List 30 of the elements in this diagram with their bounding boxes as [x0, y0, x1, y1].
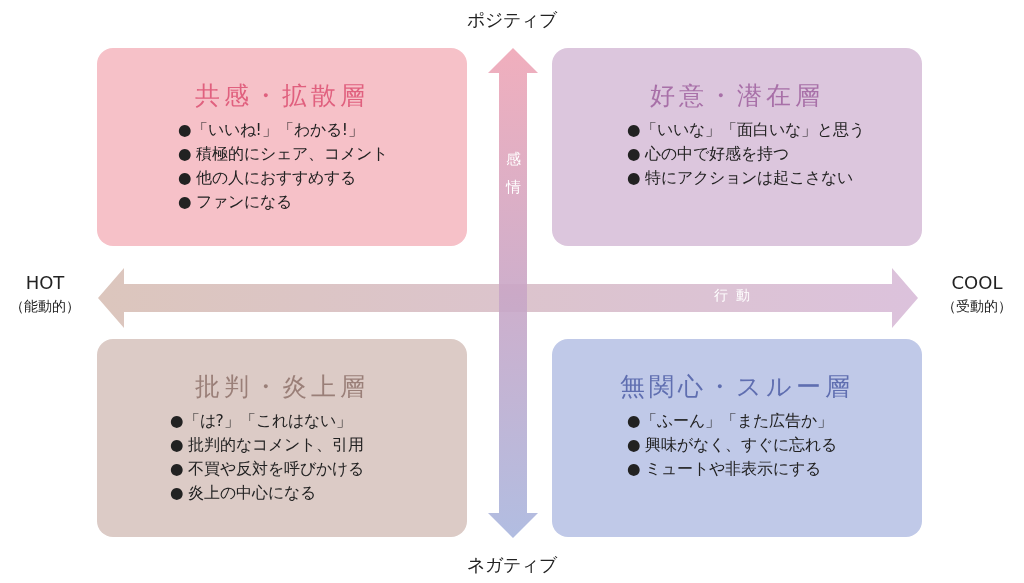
axis-note: （能動的） — [10, 298, 80, 316]
bullet-item: ● 他の人におすすめする — [178, 168, 357, 189]
box-heading: 無関心・スルー層 — [619, 371, 855, 403]
box-heading: 好意・潜在層 — [649, 80, 825, 112]
bullet-item: ● ミュートや非表示にする — [627, 459, 822, 480]
bullet-item: ● ファンになる — [178, 192, 293, 213]
axis-note: （受動的） — [942, 298, 1012, 316]
bullet-item: ● 不買や反対を呼びかける — [170, 459, 365, 480]
axis-caption: 感情 — [506, 149, 521, 198]
bullet-item: ●「ふーん」「また広告か」 — [627, 411, 833, 432]
bullet-item: ● 批判的なコメント、引用 — [170, 435, 365, 456]
axis-caption: 行動 — [714, 287, 758, 305]
quadrant-box — [97, 48, 467, 246]
quadrant-box — [552, 339, 922, 537]
box-heading: 批判・炎上層 — [194, 371, 370, 403]
bullet-item: ●「は?」「これはない」 — [170, 411, 352, 432]
axis-label: ポジティブ — [467, 8, 557, 32]
bullet-item: ●「いいな」「面白いな」と思う — [627, 120, 865, 141]
axis-label: ネガティブ — [467, 553, 557, 577]
bullet-item: ● 興味がなく、すぐに忘れる — [627, 435, 838, 456]
quadrant-box — [552, 48, 922, 246]
bullet-item: ● 心の中で好感を持つ — [627, 144, 790, 165]
quadrant-box — [97, 339, 467, 537]
axis-label: COOL — [951, 272, 1003, 293]
bullet-item: ● 特にアクションは起こさない — [627, 168, 854, 189]
bullet-item: ●「いいね!」「わかる!」 — [178, 120, 364, 141]
bullet-item: ● 積極的にシェア、コメント — [178, 144, 389, 165]
bullet-item: ● 炎上の中心になる — [170, 483, 317, 504]
axis-label: HOT — [25, 272, 65, 293]
box-heading: 共感・拡散層 — [194, 80, 370, 112]
